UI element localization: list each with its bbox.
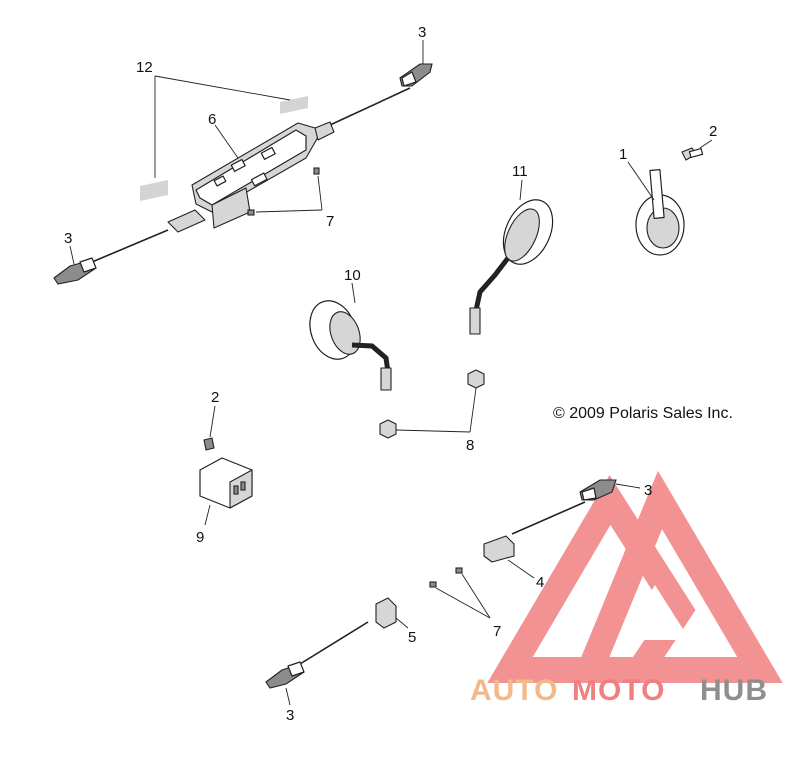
callout-11: 11 <box>512 163 528 180</box>
callout-3-right: 3 <box>644 482 652 499</box>
callout-1: 1 <box>619 146 627 163</box>
horn-1 <box>627 161 685 256</box>
part-7-screws-upper <box>247 167 323 216</box>
callout-3-top-right: 3 <box>418 24 426 41</box>
watermark-word-moto: MOTO <box>572 674 665 707</box>
part-6-bracket <box>191 122 323 229</box>
bolt-2-top <box>681 139 713 161</box>
callout-3-bottom: 3 <box>286 707 294 724</box>
callout-9: 9 <box>196 529 204 546</box>
watermark-word-hub: HUB <box>700 674 768 707</box>
turn-signal-right <box>511 479 641 535</box>
callout-12: 12 <box>136 59 153 76</box>
callout-2-top: 2 <box>709 123 717 140</box>
callout-7-bottom: 7 <box>493 623 501 640</box>
decal-upper <box>280 96 308 114</box>
callout-5: 5 <box>408 629 416 646</box>
turn-signal-bottom <box>265 621 369 706</box>
turn-signal-left <box>53 209 206 285</box>
automotohub-logo <box>487 470 783 683</box>
callout-3-left: 3 <box>64 230 72 247</box>
callout-2-mid: 2 <box>211 389 219 406</box>
mirror-10 <box>309 282 392 391</box>
decal-lower <box>140 180 168 201</box>
part-7-screws-lower <box>429 567 491 619</box>
part-8-nuts <box>379 369 485 439</box>
turn-signal-top-right <box>314 40 433 141</box>
bracket-5 <box>375 597 409 629</box>
callout-labels: 3 12 6 3 7 11 1 2 10 2 8 9 3 4 7 5 3 <box>64 24 717 724</box>
bracket-4 <box>483 535 535 579</box>
copyright-notice: © 2009 Polaris Sales Inc. <box>553 405 733 422</box>
part-12-decals <box>140 75 308 201</box>
mirror-11 <box>469 179 554 335</box>
relay-9 <box>199 457 253 526</box>
callout-7-top: 7 <box>326 213 334 230</box>
callout-10: 10 <box>344 267 361 284</box>
automotohub-wordmark: AUTO MOTO HUB <box>470 674 768 707</box>
callout-6: 6 <box>208 111 216 128</box>
bolt-2-mid <box>203 405 216 451</box>
callout-4: 4 <box>536 574 544 591</box>
watermark-word-auto: AUTO <box>470 674 558 707</box>
callout-8: 8 <box>466 437 474 454</box>
